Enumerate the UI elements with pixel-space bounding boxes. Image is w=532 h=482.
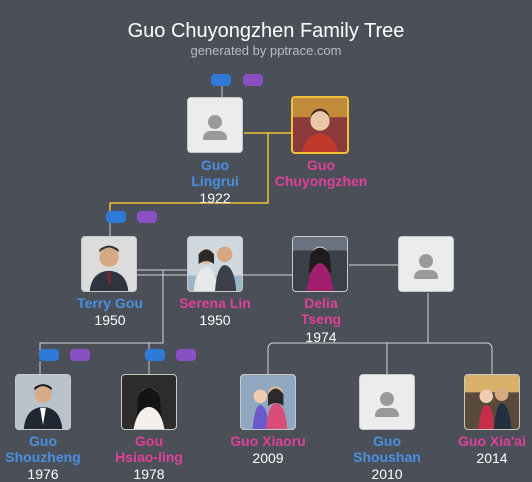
- person-card-guo-xiaai[interactable]: [464, 374, 520, 430]
- person-card-guo-shoushan[interactable]: [359, 374, 415, 430]
- person-name: Delia Tseng: [300, 295, 342, 327]
- person-name: Guo Lingrui: [191, 157, 239, 189]
- expand-ancestors-icon[interactable]: [211, 74, 231, 86]
- person-birth-year: 1922: [199, 190, 231, 206]
- couple-link: [109, 132, 269, 212]
- person-birth-year: 1978: [133, 466, 165, 482]
- person-silhouette-icon: [399, 237, 453, 291]
- portrait-photo: [241, 375, 295, 429]
- person-name: Guo Xia'ai: [458, 433, 526, 449]
- expand-ancestors-icon[interactable]: [39, 349, 59, 361]
- portrait-photo: [188, 237, 242, 291]
- person-birth-year: 1974: [305, 329, 337, 345]
- person-card-terry-gou[interactable]: [81, 236, 137, 292]
- portrait-photo: [293, 98, 347, 152]
- person-card-serena-lin[interactable]: [187, 236, 243, 292]
- person-birth-year: 2014: [476, 450, 508, 466]
- portrait-photo: [293, 237, 347, 291]
- child-link: [39, 270, 164, 352]
- person-card-guo-lingrui[interactable]: [187, 97, 243, 153]
- portrait-photo: [122, 375, 176, 429]
- expand-descendants-icon[interactable]: [70, 349, 90, 361]
- person-name: Guo Chuyongzhen: [274, 157, 368, 189]
- person-silhouette-icon: [360, 375, 414, 429]
- expand-descendants-icon[interactable]: [137, 211, 157, 223]
- person-card-delia-tseng[interactable]: [292, 236, 348, 292]
- person-silhouette-icon: [188, 98, 242, 152]
- person-name: Guo Xiaoru: [230, 433, 306, 449]
- page-subtitle: generated by pptrace.com: [190, 43, 342, 58]
- expand-ancestors-icon[interactable]: [106, 211, 126, 223]
- person-card-gou-hsiao-ling[interactable]: [121, 374, 177, 430]
- person-birth-year: 2010: [371, 466, 403, 482]
- person-birth-year: 2009: [252, 450, 284, 466]
- person-card-unknown-spouse[interactable]: [398, 236, 454, 292]
- person-birth-year: 1950: [199, 312, 231, 328]
- person-birth-year: 1950: [94, 312, 126, 328]
- person-name: Serena Lin: [179, 295, 251, 311]
- expand-descendants-icon[interactable]: [243, 74, 263, 86]
- portrait-photo: [82, 237, 136, 291]
- person-card-guo-shouzheng[interactable]: [15, 374, 71, 430]
- person-birth-year: 1976: [27, 466, 59, 482]
- portrait-photo: [465, 375, 519, 429]
- person-card-guo-xiaoru[interactable]: [240, 374, 296, 430]
- page-title: Guo Chuyongzhen Family Tree: [127, 20, 405, 42]
- expand-ancestors-icon[interactable]: [145, 349, 165, 361]
- person-name: Guo Shouzheng: [5, 433, 81, 465]
- person-card-guo-chuyongzhen[interactable]: [291, 96, 349, 154]
- person-name: Terry Gou: [77, 295, 143, 311]
- portrait-photo: [16, 375, 70, 429]
- person-name: Guo Shoushan: [353, 433, 421, 465]
- person-name: Gou Hsiao-ling: [115, 433, 183, 465]
- child-link: [267, 342, 493, 374]
- expand-descendants-icon[interactable]: [176, 349, 196, 361]
